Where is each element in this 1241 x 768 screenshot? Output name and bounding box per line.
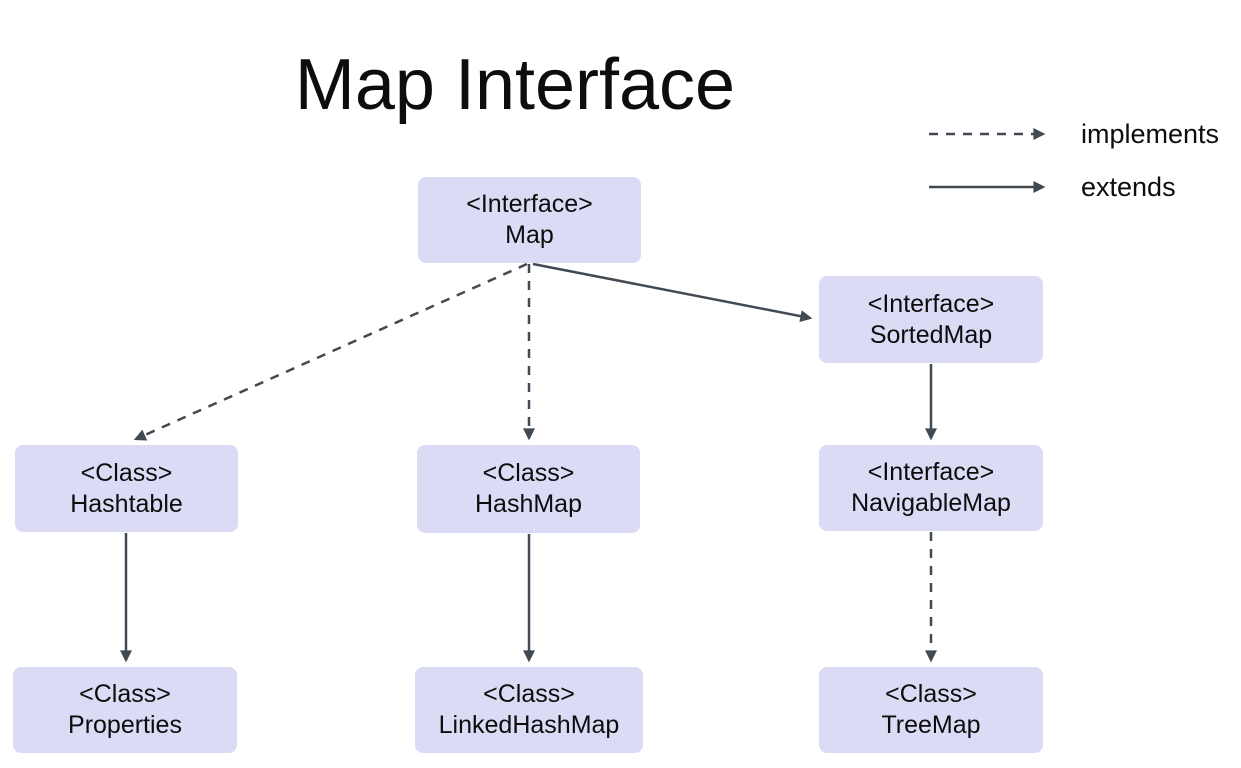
node-navigablemap: <Interface> NavigableMap (819, 445, 1043, 531)
edge-map-hashtable-implements (133, 262, 528, 441)
node-hashtable: <Class>Hashtable (15, 445, 238, 532)
node-stereotype: <Class> (79, 680, 171, 708)
node-classname: Map (505, 221, 554, 249)
node-stereotype: <Class> (482, 459, 575, 487)
node-stereotype: <Interface> (466, 190, 593, 218)
node-stereotype: <Class> (483, 680, 575, 708)
node-properties: <Class> Properties (13, 667, 237, 753)
node-classname: HashMap (475, 490, 582, 518)
node-stereotype: <Class> (885, 680, 977, 708)
legend: implements extends (925, 120, 1219, 226)
node-stereotype: <Interface> (867, 289, 995, 318)
node-sortedmap: <Interface>SortedMap (819, 276, 1043, 363)
node-map: <Interface> Map (418, 177, 641, 263)
node-classname: SortedMap (869, 320, 993, 349)
node-classname: Properties (68, 711, 182, 739)
edge-map-sortedmap-extends (532, 262, 813, 323)
legend-item-implements: implements (925, 120, 1219, 148)
node-classname: NavigableMap (851, 489, 1011, 517)
node-hashmap: <Class> HashMap (417, 445, 640, 533)
node-stereotype: <Interface> (867, 458, 995, 486)
node-treemap: <Class> TreeMap (819, 667, 1043, 753)
legend-label-extends: extends (1081, 172, 1176, 202)
node-linkedhashmap: <Class> LinkedHashMap (415, 667, 643, 753)
node-classname: TreeMap (881, 711, 981, 739)
diagram-title: Map Interface (294, 45, 736, 125)
implements-arrow-icon (929, 128, 1046, 140)
legend-label-implements: implements (1081, 119, 1220, 149)
extends-arrow-icon (929, 181, 1046, 193)
node-classname: LinkedHashMap (438, 711, 620, 739)
legend-item-extends: extends (925, 173, 1219, 201)
node-stereotype: <Class> (80, 458, 173, 487)
node-classname: Hashtable (70, 489, 183, 518)
